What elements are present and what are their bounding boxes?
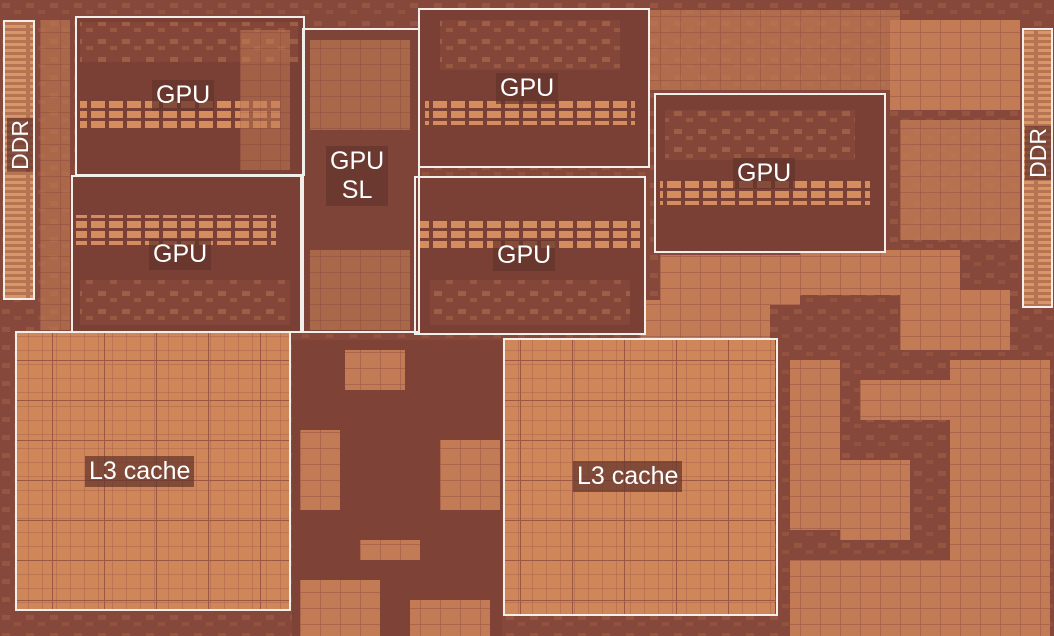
l3-cache-region-right: [503, 338, 778, 616]
gpu-sl-label-line1: GPU: [330, 147, 385, 175]
gpu-sl-label: GPU SL: [326, 146, 389, 206]
gpu-label-right: GPU: [733, 158, 796, 189]
gpu-region-right: [654, 93, 886, 253]
ddr-region-left: [3, 20, 35, 300]
gpu-sl-region: [302, 28, 420, 333]
gpu-label-mid-left: GPU: [149, 239, 212, 270]
gpu-label-top-center: GPU: [496, 73, 559, 104]
l3-cache-label-right: L3 cache: [573, 461, 683, 492]
ddr-label-left: DDR: [7, 118, 33, 172]
gpu-sl-label-line2: SL: [341, 176, 373, 204]
l3-cache-region-left: [15, 331, 291, 611]
gpu-region-mid-center: [414, 176, 646, 335]
gpu-region-top-center: [418, 8, 650, 168]
gpu-label-mid-center: GPU: [493, 240, 556, 271]
gpu-label-top-left: GPU: [152, 80, 215, 111]
ddr-label-right: DDR: [1025, 126, 1051, 180]
l3-cache-label-left: L3 cache: [85, 456, 195, 487]
ddr-region-right: [1022, 28, 1053, 308]
